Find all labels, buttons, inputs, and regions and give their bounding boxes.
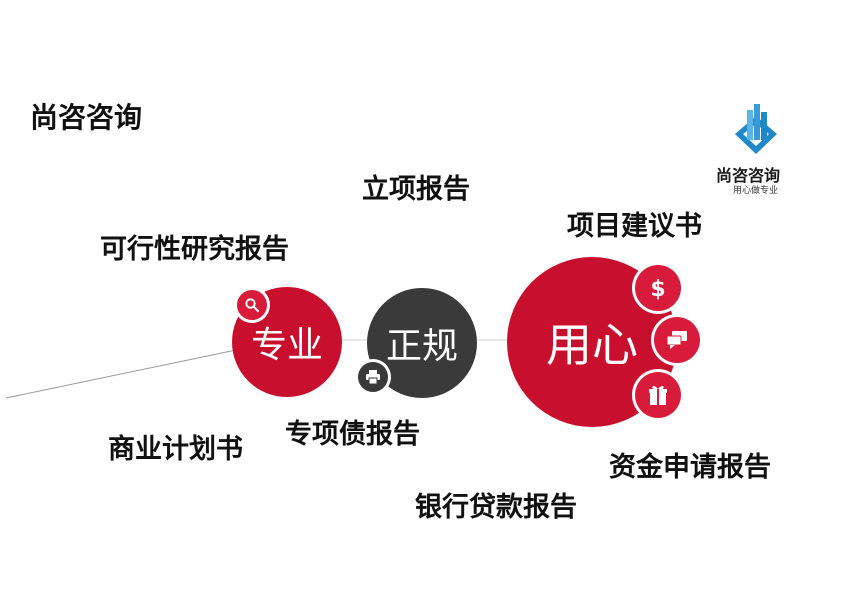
svg-text:$: $ — [650, 277, 665, 301]
circle-professional: 专业 — [232, 287, 342, 397]
label-proposal: 项目建议书 — [567, 211, 702, 242]
search-badge — [237, 290, 267, 320]
circle-standard-text: 正规 — [385, 326, 458, 367]
page-title: 尚咨咨询 — [30, 101, 143, 134]
gift-icon — [649, 385, 667, 405]
dollar-icon: $ — [650, 277, 665, 301]
chat-badge — [654, 317, 700, 363]
logo-name: 尚咨咨询 — [716, 166, 781, 185]
label-feasibility: 可行性研究报告 — [100, 234, 289, 265]
dollar-badge: $ — [635, 265, 681, 311]
label-special-bond: 专项债报告 — [285, 419, 420, 450]
circle-professional-text: 专业 — [250, 325, 323, 366]
search-icon — [245, 298, 260, 313]
label-business-plan: 商业计划书 — [108, 434, 243, 465]
printer-badge — [358, 362, 388, 392]
gift-badge — [635, 372, 681, 418]
label-bank-loan: 银行贷款报告 — [415, 492, 577, 523]
label-project-approval: 立项报告 — [362, 174, 470, 205]
logo — [733, 104, 779, 160]
logo-tagline: 用心做专业 — [733, 186, 779, 196]
chat-icon — [666, 331, 687, 349]
printer-icon — [366, 370, 380, 385]
label-fund-application: 资金申请报告 — [609, 452, 771, 483]
circle-dedicated-text: 用心 — [546, 318, 638, 372]
logo-icon — [735, 104, 777, 154]
